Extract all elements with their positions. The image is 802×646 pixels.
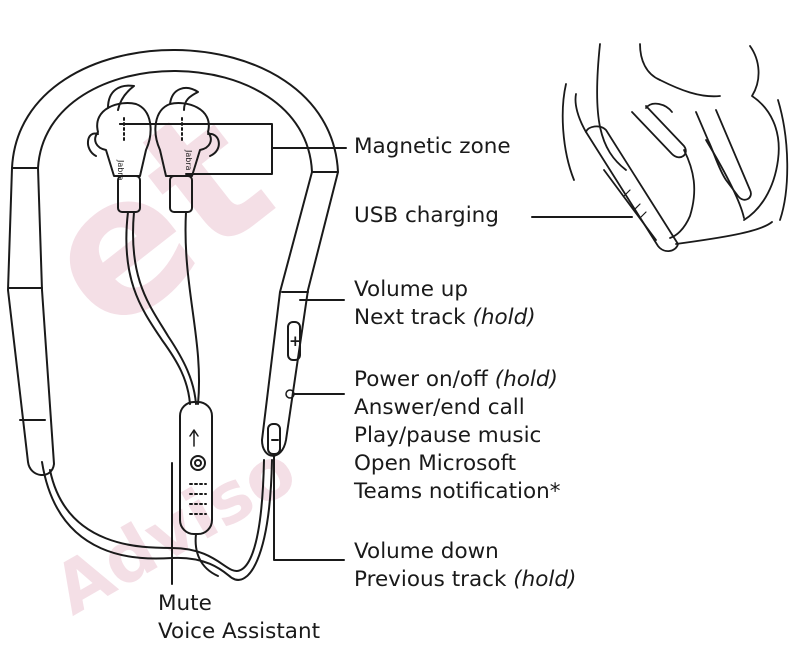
label-play-pause: Play/pause music — [354, 422, 561, 450]
label-teams-notification: Teams notification* — [354, 478, 561, 506]
svg-text:+: + — [289, 332, 302, 350]
right-earbud-cable — [186, 212, 200, 404]
label-answer-end-call: Answer/end call — [354, 394, 561, 422]
svg-text:Jabra: Jabra — [184, 149, 193, 171]
label-volume-up: Volume up — [354, 276, 536, 304]
neckband-arc-outer — [12, 50, 338, 172]
label-open-microsoft: Open Microsoft — [354, 450, 561, 478]
label-mute-group: Mute Voice Assistant — [158, 590, 320, 646]
label-voice-assistant: Voice Assistant — [158, 618, 320, 646]
label-usb-charging: USB charging — [354, 202, 499, 230]
label-next-track: Next track (hold) — [354, 304, 536, 332]
leader-volume-down — [274, 454, 344, 560]
neckband-arc-inner — [38, 71, 312, 172]
label-volume-down: Volume down — [354, 538, 576, 566]
label-power-group: Power on/off (hold) Answer/end call Play… — [354, 366, 561, 506]
label-magnetic-zone: Magnetic zone — [354, 133, 511, 161]
svg-text:Jabra: Jabra — [116, 159, 125, 181]
right-earbud: Jabra — [155, 88, 218, 212]
left-earbud: Jabra — [88, 86, 151, 212]
label-previous-track: Previous track (hold) — [354, 566, 576, 594]
left-earbud-cable — [126, 212, 190, 404]
label-power: Power on/off (hold) — [354, 366, 561, 394]
neckband-left-body — [8, 168, 54, 475]
label-volume-up-group: Volume up Next track (hold) — [354, 276, 536, 332]
label-mute: Mute — [158, 590, 320, 618]
worn-on-neck-illustration — [563, 44, 788, 251]
neckband-right-body — [262, 172, 338, 456]
mute-button — [191, 456, 205, 470]
label-volume-down-group: Volume down Previous track (hold) — [354, 538, 576, 594]
